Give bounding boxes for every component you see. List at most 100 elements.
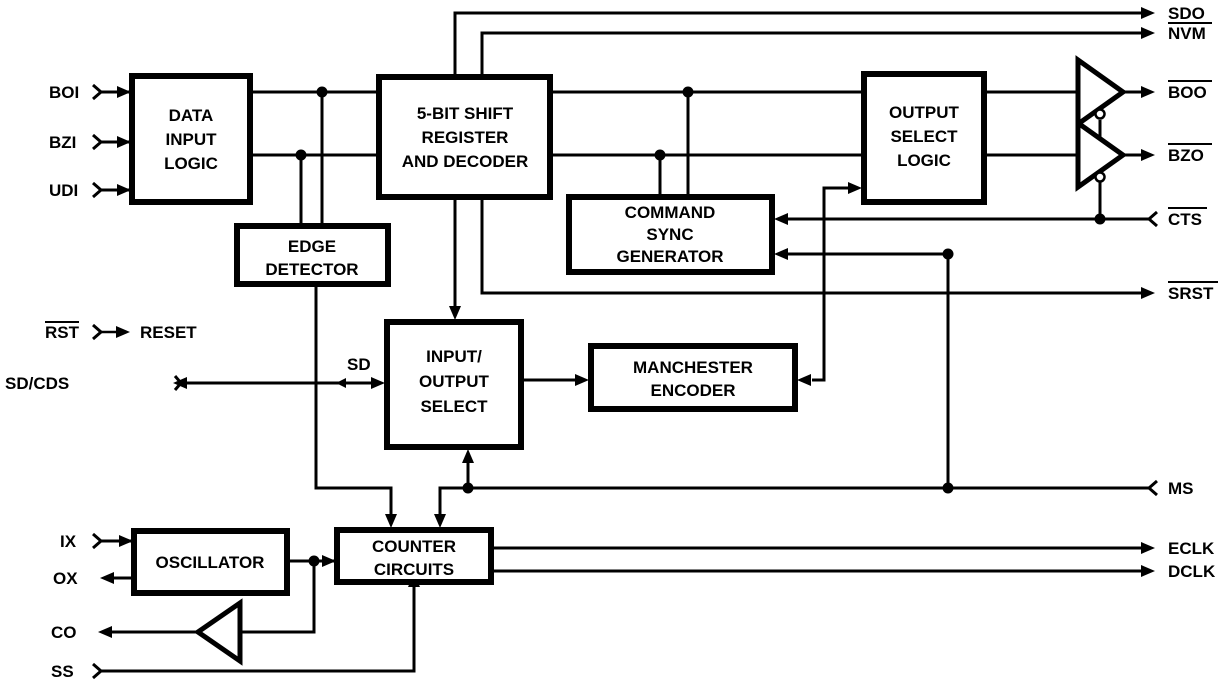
arrow-head bbox=[848, 182, 862, 194]
pin-label-srst: SRST bbox=[1168, 284, 1214, 303]
co-buffer bbox=[193, 598, 243, 666]
arrow-head bbox=[98, 626, 112, 638]
buffer-triangle-icon bbox=[1075, 118, 1128, 192]
block-output-select-logic: OUTPUT SELECT LOGIC bbox=[861, 71, 987, 205]
pin-label-ms: MS bbox=[1168, 479, 1194, 498]
pin-connectors bbox=[92, 83, 1158, 680]
arrowheads bbox=[98, 7, 1155, 638]
pin-label-sd: SD bbox=[347, 355, 371, 374]
block-label: SELECT bbox=[890, 127, 958, 146]
block-label: 5-BIT SHIFT bbox=[417, 104, 514, 123]
enable-bubble bbox=[1094, 108, 1106, 120]
right-pin-labels: SDO NVM BOO BZO CTS SRST MS ECLK DCLK bbox=[1168, 4, 1218, 581]
output-buffer-bzo bbox=[1075, 118, 1128, 192]
pin-label-sdo: SDO bbox=[1168, 4, 1205, 23]
pin-label-eclk: ECLK bbox=[1168, 539, 1215, 558]
block-edge-detector: EDGE DETECTOR bbox=[234, 223, 391, 287]
pin-chevron bbox=[92, 181, 104, 199]
arrow-head bbox=[371, 377, 385, 389]
pin-label-nvm: NVM bbox=[1168, 24, 1206, 43]
wire-srst bbox=[480, 198, 1145, 295]
pin-label-ss: SS bbox=[51, 662, 74, 681]
pin-chevron bbox=[173, 375, 183, 391]
junction-dot bbox=[1094, 213, 1106, 225]
block-label: COMMAND bbox=[625, 203, 716, 222]
arrow-head bbox=[117, 136, 131, 148]
pin-chevron bbox=[92, 133, 104, 151]
block-command-sync-generator: COMMAND SYNC GENERATOR bbox=[566, 194, 775, 275]
block-counter-circuits: COUNTER CIRCUITS bbox=[334, 527, 494, 585]
wire-me-to-osl bbox=[812, 186, 853, 382]
buffer-triangle-icon bbox=[1075, 55, 1128, 129]
pin-chevron bbox=[92, 323, 104, 341]
arrow-head bbox=[322, 555, 336, 567]
pin-label-sd-cds: SD/CDS bbox=[5, 374, 69, 393]
pin-label-boi: BOI bbox=[49, 83, 79, 102]
block-oscillator: OSCILLATOR bbox=[131, 528, 290, 596]
wire-ms-to-csg bbox=[785, 252, 950, 488]
block-label: COUNTER bbox=[372, 537, 456, 556]
arrow-head bbox=[385, 514, 397, 528]
pin-label-reset: RESET bbox=[140, 323, 197, 342]
block-label: EDGE bbox=[288, 237, 336, 256]
arrow-head bbox=[119, 535, 133, 547]
pin-chevron bbox=[92, 83, 104, 101]
junction-dot bbox=[942, 248, 954, 260]
junctions bbox=[295, 86, 1106, 567]
block-data-input-logic: DATA INPUT LOGIC bbox=[129, 73, 253, 205]
wire-edge-to-counter bbox=[314, 285, 393, 519]
wire-osc-to-co bbox=[240, 561, 316, 634]
junction-dot bbox=[295, 149, 307, 161]
block-label: OUTPUT bbox=[889, 103, 960, 122]
arrow-head bbox=[449, 306, 461, 320]
junction-dot bbox=[308, 555, 320, 567]
arrow-head bbox=[575, 374, 589, 386]
junction-dot bbox=[654, 149, 666, 161]
pin-chevron bbox=[1146, 210, 1158, 228]
arrow-head bbox=[1141, 86, 1155, 98]
arrow-head bbox=[116, 326, 130, 338]
junction-dot bbox=[462, 482, 474, 494]
pin-chevron bbox=[1146, 479, 1158, 497]
pin-label-ix: IX bbox=[60, 532, 77, 551]
block-label: GENERATOR bbox=[616, 247, 723, 266]
block-label: LOGIC bbox=[897, 151, 951, 170]
pin-label-udi: UDI bbox=[49, 181, 78, 200]
wire-nvm bbox=[480, 31, 1145, 77]
block-label: CIRCUITS bbox=[374, 560, 454, 579]
block-shift-register: 5-BIT SHIFT REGISTER AND DECODER bbox=[376, 74, 553, 200]
arrow-head bbox=[774, 213, 788, 225]
wire-sdo bbox=[453, 11, 1145, 77]
block-label: MANCHESTER bbox=[633, 358, 753, 377]
block-io-select: INPUT/ OUTPUT SELECT bbox=[384, 319, 524, 450]
block-label: SELECT bbox=[420, 397, 488, 416]
arrow-head bbox=[774, 248, 788, 260]
arrow-head bbox=[797, 374, 811, 386]
pin-label-boo: BOO bbox=[1168, 83, 1207, 102]
block-label: LOGIC bbox=[164, 154, 218, 173]
arrow-head bbox=[1141, 542, 1155, 554]
junction-dot bbox=[682, 86, 694, 98]
left-pin-labels: BOI BZI UDI RST RESET SD/CDS IX OX CO SS… bbox=[5, 83, 371, 681]
block-label: OUTPUT bbox=[419, 372, 490, 391]
wires bbox=[100, 11, 1150, 673]
block-label: SYNC bbox=[646, 225, 693, 244]
pin-label-dclk: DCLK bbox=[1168, 562, 1216, 581]
pin-label-ox: OX bbox=[53, 569, 78, 588]
arrow-head bbox=[434, 514, 446, 528]
enable-bubble bbox=[1094, 171, 1106, 183]
pin-label-bzi: BZI bbox=[49, 133, 76, 152]
arrow-head bbox=[117, 86, 131, 98]
buffer-triangle-icon bbox=[193, 598, 243, 666]
pin-label-rst: RST bbox=[45, 323, 80, 342]
wire-ss bbox=[100, 582, 416, 673]
arrow-head bbox=[1141, 27, 1155, 39]
output-buffer-boo bbox=[1075, 55, 1128, 129]
block-label: DETECTOR bbox=[265, 260, 358, 279]
junction-dot bbox=[942, 482, 954, 494]
junction-dot bbox=[316, 86, 328, 98]
block-label: INPUT bbox=[166, 130, 218, 149]
block-label: AND DECODER bbox=[402, 152, 529, 171]
arrow-head bbox=[117, 184, 131, 196]
arrow-head bbox=[1141, 149, 1155, 161]
